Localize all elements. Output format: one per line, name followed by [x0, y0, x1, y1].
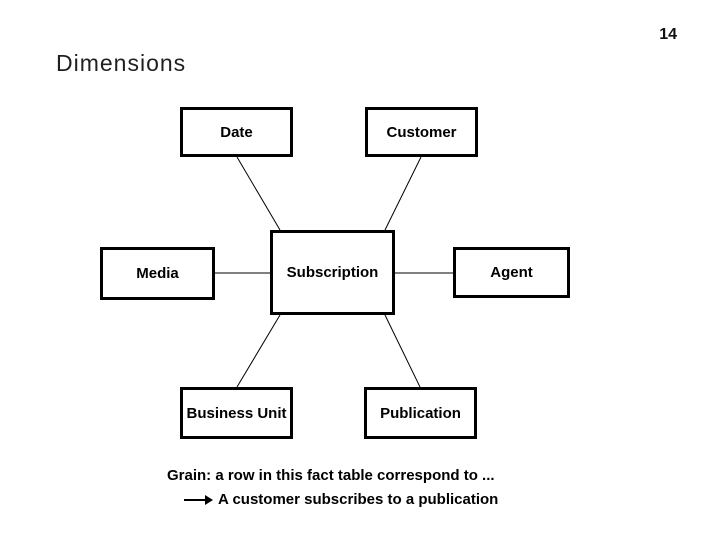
node-publication: Publication [364, 387, 477, 439]
right-arrow-icon [184, 495, 213, 505]
node-date: Date [180, 107, 293, 157]
node-subscription-label: Subscription [286, 264, 379, 281]
node-business-unit: Business Unit [180, 387, 293, 439]
node-media: Media [100, 247, 215, 300]
node-subscription-fact-table: Subscription [270, 230, 395, 315]
grain-note-line2: A customer subscribes to a publication [167, 491, 498, 509]
node-customer-label: Customer [386, 123, 457, 141]
connector-subscription-business-unit [236, 314, 281, 388]
node-business-unit-label: Business Unit [186, 404, 287, 422]
node-agent: Agent [453, 247, 570, 298]
connector-subscription-publication [384, 314, 421, 388]
connector-date-subscription [236, 156, 281, 231]
node-publication-label: Publication [380, 404, 461, 422]
node-customer: Customer [365, 107, 478, 157]
grain-note-line2-text: A customer subscribes to a publication [218, 491, 499, 508]
node-media-label: Media [136, 265, 179, 282]
grain-note: Grain: a row in this fact table correspo… [167, 467, 498, 509]
node-date-label: Date [220, 123, 253, 141]
page-number: 14 [659, 26, 677, 43]
connector-customer-subscription [384, 156, 422, 231]
node-agent-label: Agent [490, 264, 533, 281]
grain-note-line1: Grain: a row in this fact table correspo… [167, 467, 495, 484]
slide-title: Dimensions [56, 50, 187, 76]
